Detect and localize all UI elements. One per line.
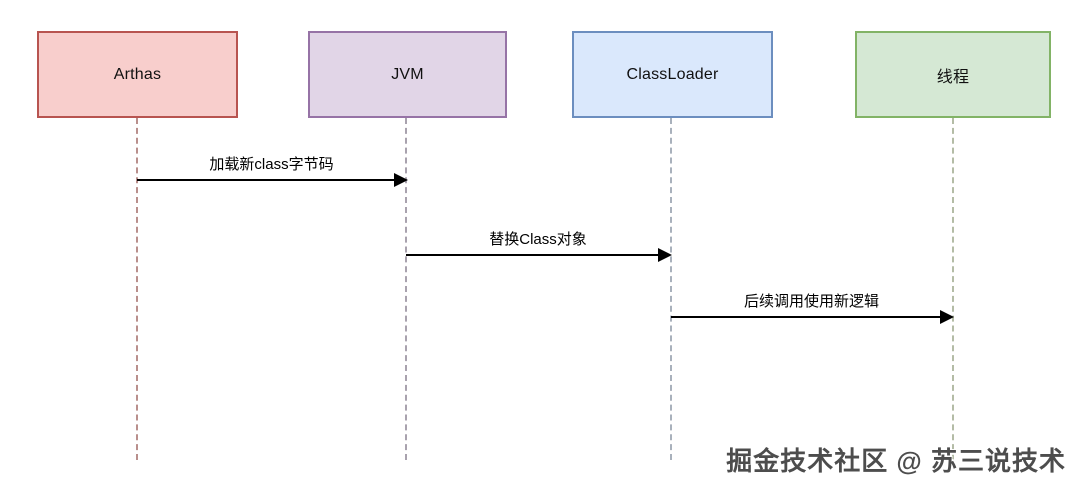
actor-label-classloader: ClassLoader	[626, 65, 719, 83]
arrowhead-icon	[394, 173, 408, 187]
message-arrow	[406, 248, 672, 262]
message-label: 加载新class字节码	[209, 156, 334, 173]
message-replace-class-object: 替换Class对象	[406, 228, 672, 262]
actor-label-arthas: Arthas	[113, 65, 162, 83]
message-label: 后续调用使用新逻辑	[743, 293, 879, 310]
lifeline-thread	[952, 118, 954, 460]
lifeline-jvm	[405, 118, 407, 460]
message-arrow	[137, 173, 408, 187]
lifeline-classloader	[670, 118, 672, 460]
message-arrow	[671, 310, 954, 324]
actor-box-arthas: Arthas	[37, 31, 238, 118]
watermark: 掘金技术社区 @ 苏三说技术	[726, 446, 1066, 476]
actor-box-classloader: ClassLoader	[572, 31, 773, 118]
actor-box-jvm: JVM	[308, 31, 507, 118]
actor-label-thread: 线程	[936, 68, 970, 86]
arrowhead-icon	[940, 310, 954, 324]
actor-label-jvm: JVM	[391, 65, 424, 83]
message-label: 替换Class对象	[489, 231, 587, 248]
message-load-new-class-bytecode: 加载新class字节码	[137, 153, 408, 187]
lifeline-arthas	[136, 118, 138, 460]
arrowhead-icon	[658, 248, 672, 262]
actor-box-thread: 线程	[855, 31, 1051, 118]
message-subsequent-calls-new-logic: 后续调用使用新逻辑	[671, 290, 954, 324]
